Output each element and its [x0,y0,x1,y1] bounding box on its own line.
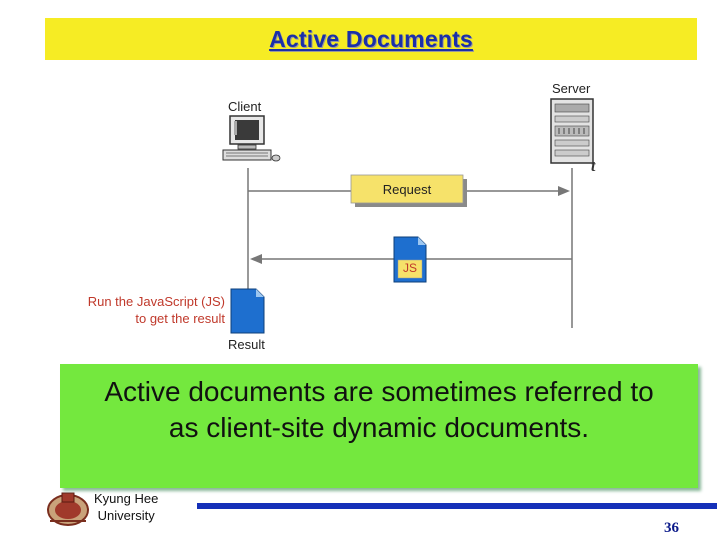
university-line2: University [97,508,155,523]
page-number: 36 [664,520,679,536]
client-computer-icon [222,115,281,162]
message-text: Active documents are sometimes referred … [104,376,654,443]
title-bar: Active Documents [45,18,697,60]
run-js-line2: to get the result [135,311,225,326]
university-seal-icon [47,492,89,526]
slide-title: Active Documents [269,26,473,52]
result-label: Result [228,337,265,352]
client-label: Client [228,99,262,114]
request-label: Request [382,182,432,197]
server-label: Server [552,81,591,96]
run-js-label: Run the JavaScript (JS) to get the resul… [70,293,225,327]
js-label: JS [402,261,417,275]
stray-char: t [591,158,596,175]
request-box [350,174,464,204]
js-document-icon [393,236,427,283]
university-line1: Kyung Hee [94,491,159,506]
server-tower-icon [550,98,594,164]
university-name: Kyung Hee University [94,490,158,524]
bottom-rule [197,503,717,509]
message-box: Active documents are sometimes referred … [60,364,698,488]
run-js-line1: Run the JavaScript (JS) [87,294,225,309]
request-arrowhead [558,186,570,196]
response-arrowhead [250,254,262,264]
result-document-icon [230,288,265,334]
